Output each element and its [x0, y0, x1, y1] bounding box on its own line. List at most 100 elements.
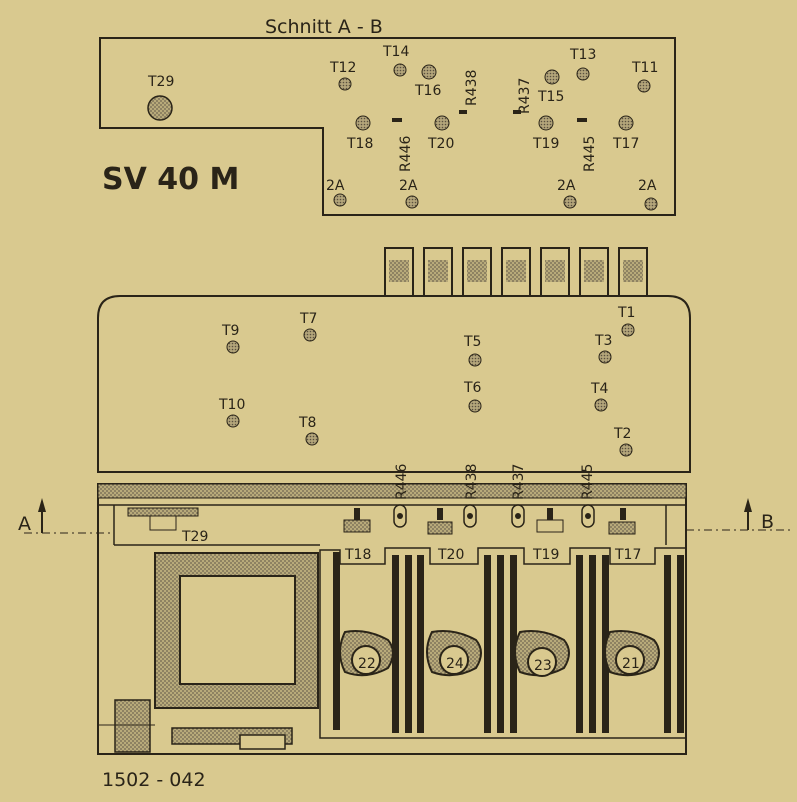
model-label: SV 40 M: [102, 162, 239, 197]
resistor-label: R437: [517, 78, 533, 114]
connector-tab: [618, 247, 648, 297]
test-point-T1: [621, 323, 635, 337]
test-point-2A: [563, 195, 577, 209]
power-transistor-number: 22: [358, 656, 376, 672]
test-point-T19: [538, 115, 554, 131]
test-point-T12: [338, 77, 352, 91]
test-point-label: T29: [147, 74, 174, 90]
main-board-test-points: T9 T7 T5 T1 T3 T6 T4 T10 T8 T2: [218, 305, 635, 457]
resistor-label: R437: [511, 464, 527, 500]
test-point-label: T4: [590, 381, 609, 397]
top-board-outline: [99, 37, 676, 216]
test-point-label: T11: [631, 60, 658, 76]
chassis: T29 A B R446 R438 R437 R445 T18 T20: [18, 463, 790, 755]
driver-label: T20: [437, 547, 464, 563]
test-point-label: T12: [329, 60, 356, 76]
test-point-T7: [303, 328, 317, 342]
power-transistor-number: 24: [446, 656, 464, 672]
test-point-label: T3: [594, 333, 612, 349]
test-point-label: T10: [218, 397, 245, 413]
test-point-label: T19: [532, 136, 559, 152]
transformer-window: [179, 575, 296, 685]
resistor-label: R445: [582, 136, 598, 172]
test-point-T11: [637, 79, 651, 93]
section-arrow-right: [744, 498, 752, 512]
test-point-label: 2A: [399, 178, 418, 194]
test-point-T5: [468, 353, 482, 367]
test-point-label: T14: [382, 44, 409, 60]
driver-transistor-T19: [536, 508, 564, 533]
connector-tabs: [384, 247, 648, 297]
connector-tab: [462, 247, 492, 297]
test-point-T2: [619, 443, 633, 457]
heatsink-fins: [333, 552, 684, 733]
resistor-label: R438: [464, 70, 480, 106]
section-mark-a: A: [18, 513, 31, 535]
test-point-label: 2A: [326, 178, 345, 194]
resistor-post: [511, 504, 525, 528]
test-point-T14: [393, 63, 407, 77]
test-point-T16: [421, 64, 437, 80]
driver-label: T17: [614, 547, 641, 563]
test-point-2A: [333, 193, 347, 207]
driver-transistor-T17: [608, 508, 636, 535]
test-point-2A: [405, 195, 419, 209]
test-point-T9: [226, 340, 240, 354]
test-point-T17: [618, 115, 634, 131]
driver-label: T19: [532, 547, 559, 563]
test-point-T4: [594, 398, 608, 412]
top-board-components: T29 T12 T14 T16 T13 T11 T15 T18 T20 T19 …: [147, 44, 658, 211]
driver-label: T18: [344, 547, 371, 563]
connector-tab: [501, 247, 531, 297]
heatsink-rail: [97, 483, 687, 499]
test-point-T29: [147, 95, 173, 121]
section-title: Schnitt A - B: [265, 16, 383, 38]
test-point-label: T1: [617, 305, 635, 321]
power-transistor-number: 23: [534, 658, 552, 674]
test-point-label: T16: [414, 83, 441, 99]
test-point-label: T9: [221, 323, 239, 339]
test-point-label: T5: [463, 334, 481, 350]
drawing-number: 1502 - 042: [102, 769, 206, 791]
resistor-R437: [513, 110, 521, 114]
connector-tab: [579, 247, 609, 297]
resistor-label: R446: [398, 135, 414, 172]
test-point-T10: [226, 414, 240, 428]
connector-tab: [540, 247, 570, 297]
test-point-T18: [355, 115, 371, 131]
bracket: [127, 507, 199, 517]
test-point-label: T8: [298, 415, 316, 431]
driver-transistor-T20: [427, 508, 453, 535]
section-arrow-left: [38, 498, 46, 512]
bottom-fuse: [239, 734, 286, 750]
heatsink-channel: [319, 547, 687, 739]
test-point-label: T17: [612, 136, 639, 152]
test-point-label: 2A: [638, 178, 657, 194]
power-transistor-T23: [514, 630, 570, 677]
test-point-T8: [305, 432, 319, 446]
test-point-T20: [434, 115, 450, 131]
resistor-label: R445: [580, 464, 596, 500]
test-point-T3: [598, 350, 612, 364]
test-point-label: 2A: [557, 178, 576, 194]
section-mark-b: B: [761, 511, 774, 533]
power-transistor-T21: [604, 630, 660, 677]
test-point-label: T20: [427, 136, 454, 152]
test-point-T6: [468, 399, 482, 413]
resistor-R445: [577, 118, 587, 122]
test-point-T15: [544, 69, 560, 85]
bottom-connector: [114, 699, 151, 753]
test-point-label: T6: [463, 380, 482, 396]
main-board-outline: [97, 295, 691, 473]
resistor-post: [463, 504, 477, 528]
connector-tab: [384, 247, 414, 297]
test-point-2A: [644, 197, 658, 211]
power-transistor-T22: [339, 630, 394, 677]
test-point-label: T13: [569, 47, 596, 63]
resistor-post: [393, 504, 407, 528]
bracket-mount: [149, 515, 177, 531]
bracket-label: T29: [181, 529, 208, 545]
resistor-R438: [459, 110, 467, 114]
